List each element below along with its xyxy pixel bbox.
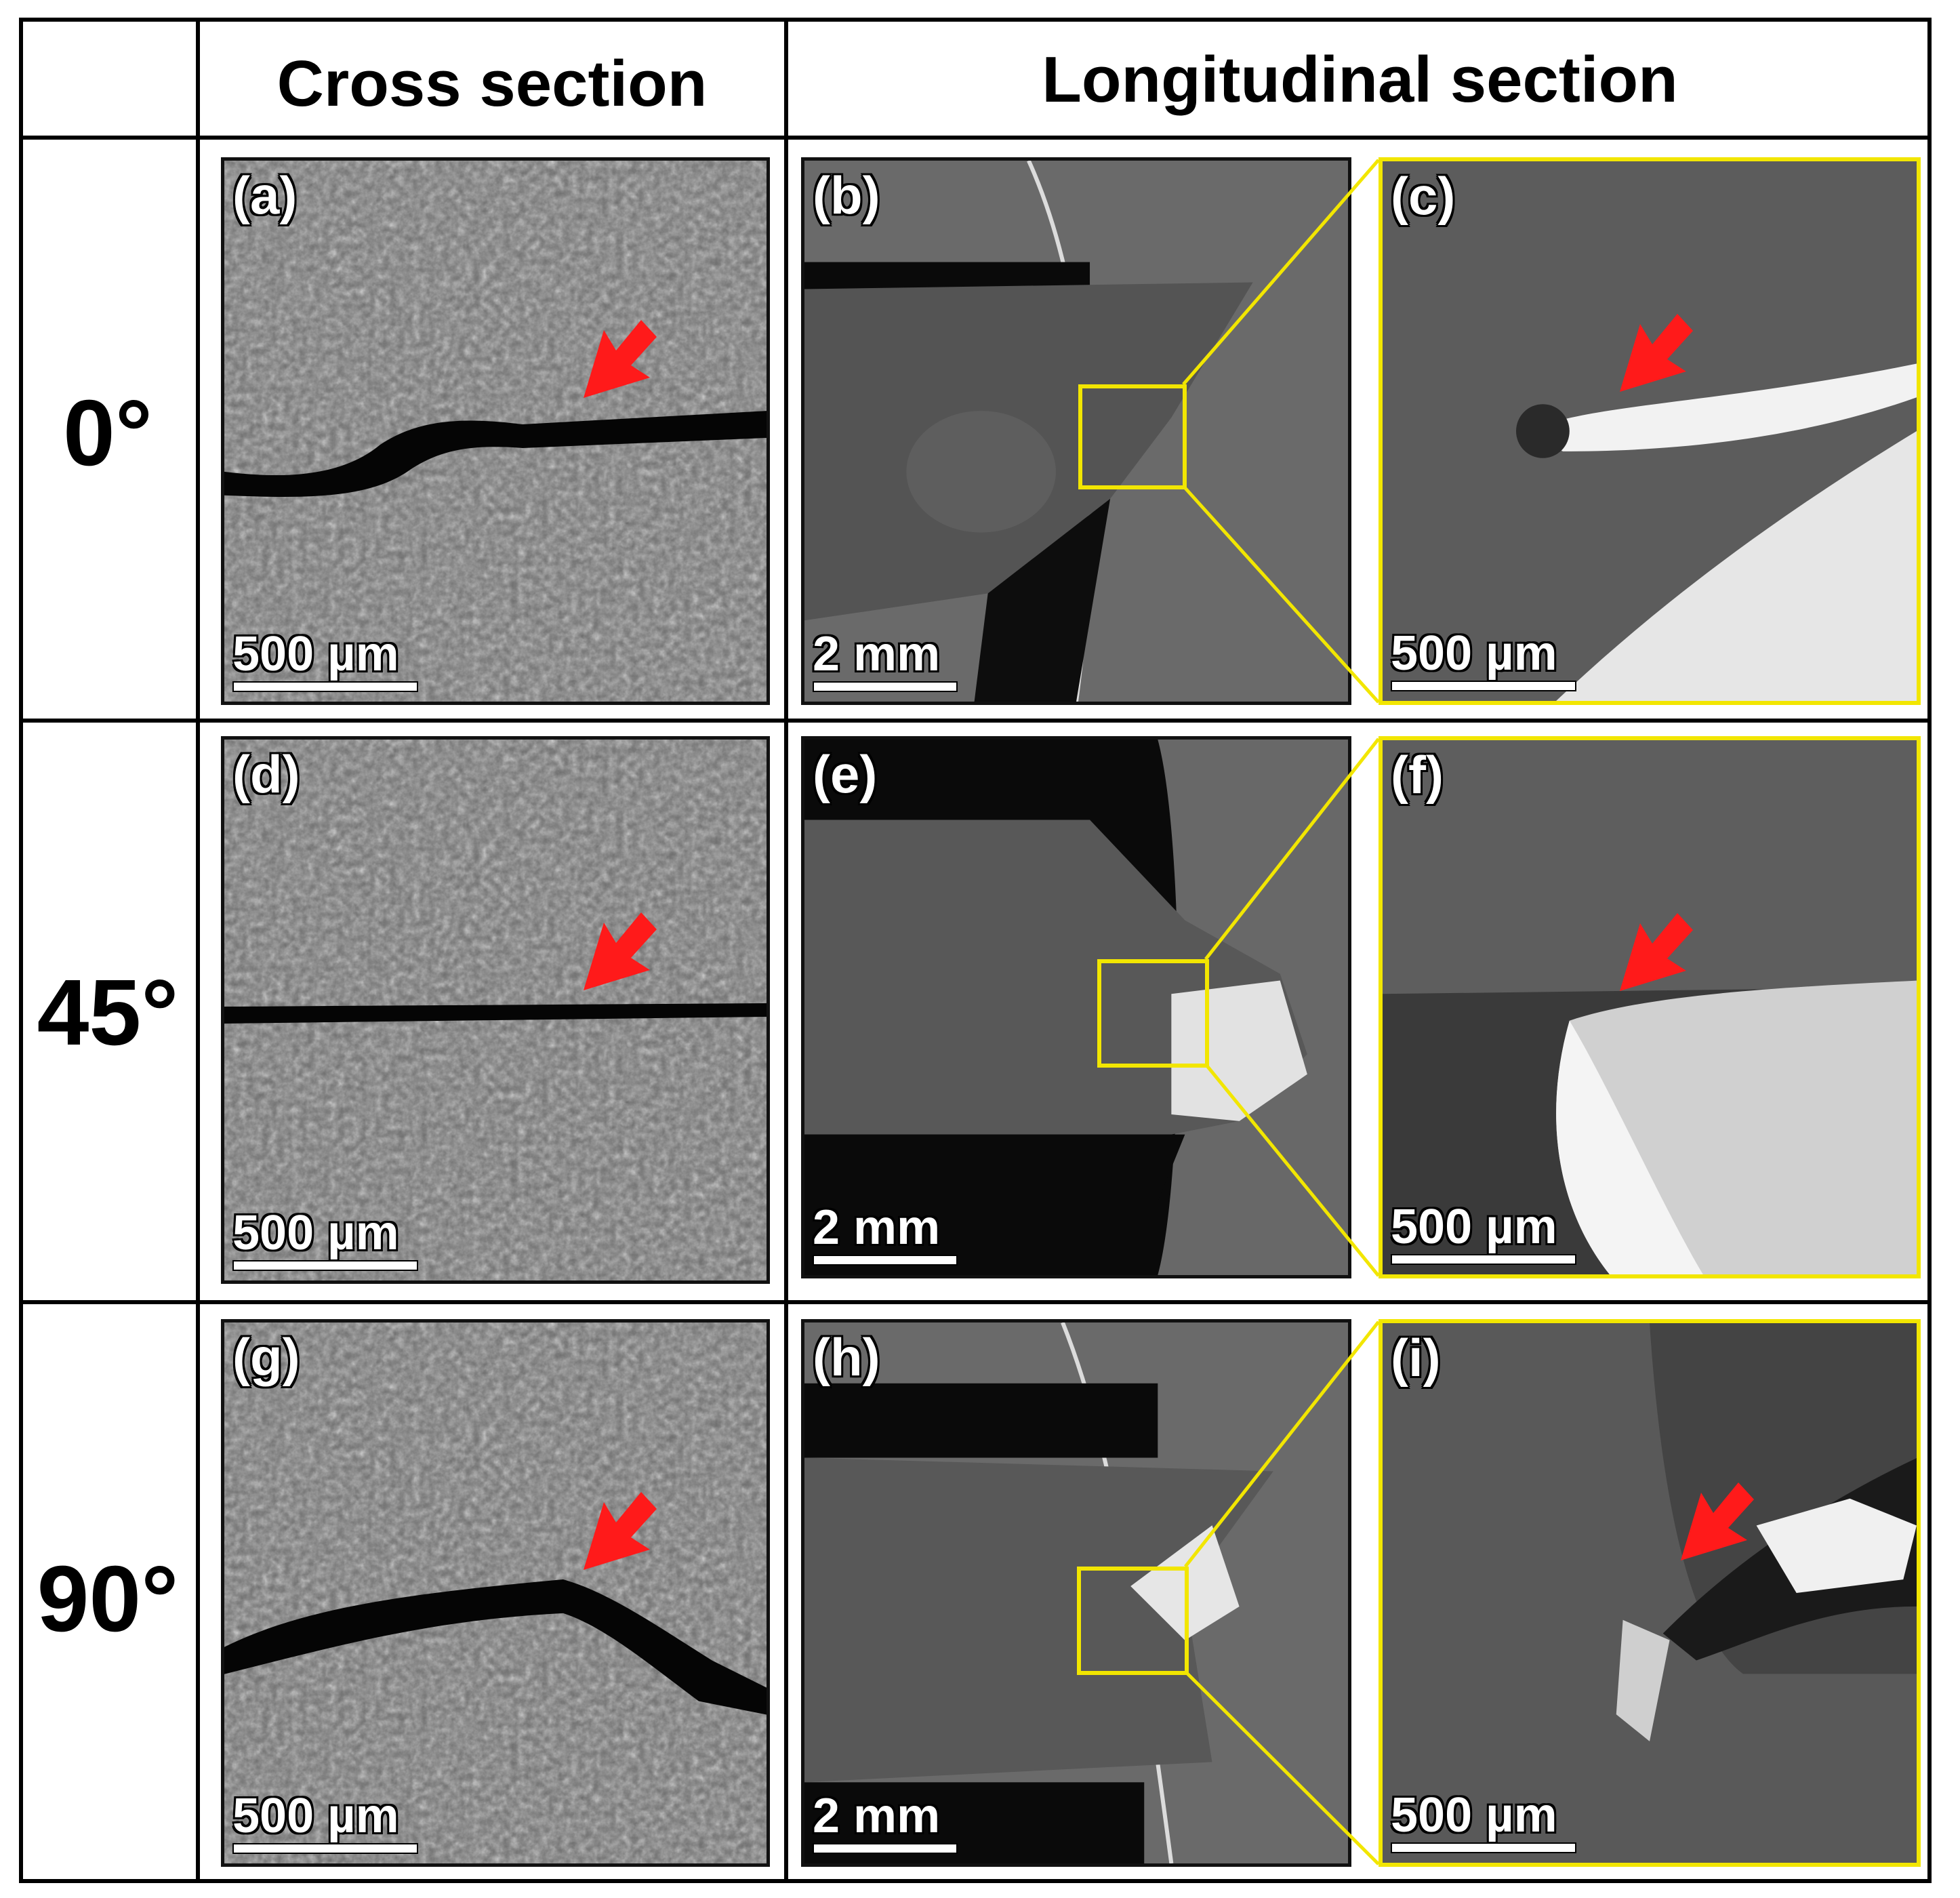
red-arrow-i — [1681, 1482, 1754, 1560]
scale-bar-a: 500 µm — [232, 630, 418, 692]
panel-a-fracture-image: (a) 500 µm — [221, 157, 770, 705]
panel-label-c: (c) — [1391, 166, 1456, 226]
scale-bar-e: 2 mm — [813, 1203, 958, 1266]
red-arrow-a — [584, 320, 657, 398]
row-angle-0: 0° — [63, 381, 152, 485]
highlight-box-e — [1097, 959, 1209, 1068]
scale-bar-h: 2 mm — [813, 1792, 958, 1854]
panel-h-section-image: (h) 2 mm — [801, 1319, 1351, 1867]
red-arrow-c — [1620, 314, 1693, 392]
panel-label-h: (h) — [813, 1327, 880, 1387]
row-angle-45: 45° — [37, 961, 179, 1065]
col-divider-1 — [196, 18, 200, 1883]
scale-bar-b: 2 mm — [813, 630, 958, 692]
col-divider-2 — [784, 18, 788, 1883]
row-angle-90: 90° — [37, 1547, 179, 1651]
panel-label-e: (e) — [813, 744, 878, 804]
panel-f-zoom-image: (f) 500 µm — [1379, 736, 1921, 1278]
panel-label-f: (f) — [1391, 745, 1444, 805]
row-divider-2 — [19, 1300, 1932, 1304]
scale-bar-d: 500 µm — [232, 1209, 418, 1271]
scale-bar-i: 500 µm — [1391, 1791, 1576, 1853]
highlight-box-h — [1077, 1567, 1189, 1675]
panel-label-g: (g) — [232, 1327, 300, 1387]
scale-bar-c: 500 µm — [1391, 629, 1576, 691]
panel-d-fracture-image: (d) 500 µm — [221, 736, 770, 1284]
panel-c-zoom-image: (c) 500 µm — [1379, 157, 1921, 705]
scale-bar-g: 500 µm — [232, 1792, 418, 1854]
panel-i-zoom-image: (i) 500 µm — [1379, 1319, 1921, 1867]
panel-label-d: (d) — [232, 744, 300, 804]
panel-label-b: (b) — [813, 165, 880, 225]
scale-bar-f: 500 µm — [1391, 1203, 1576, 1265]
red-arrow-d — [584, 912, 657, 990]
panel-e-section-image: (e) 2 mm — [801, 736, 1351, 1278]
panel-b-section-image: (b) 2 mm — [801, 157, 1351, 705]
red-arrow-g — [584, 1492, 657, 1570]
panel-g-fracture-image: (g) 500 µm — [221, 1319, 770, 1867]
highlight-box-b — [1078, 384, 1187, 489]
row-divider-1 — [19, 719, 1932, 723]
header-divider — [19, 136, 1932, 140]
panel-label-a: (a) — [232, 165, 298, 225]
red-arrow-f — [1620, 913, 1693, 991]
longitudinal-section-header: Longitudinal section — [1042, 43, 1678, 116]
panel-label-i: (i) — [1391, 1328, 1441, 1388]
cross-section-header: Cross section — [277, 47, 708, 120]
figure-frame — [19, 18, 1932, 1883]
